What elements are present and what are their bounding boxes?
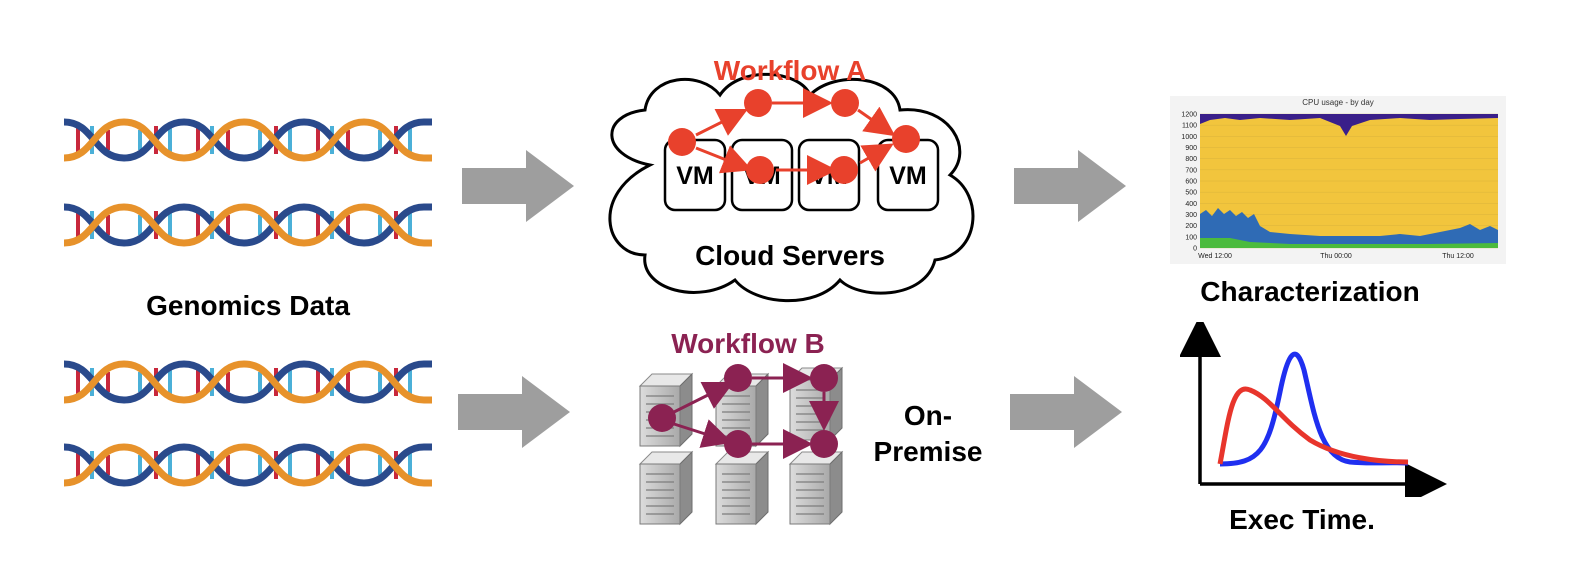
chart-title: CPU usage - by day	[1302, 98, 1374, 107]
workflow-a-node	[892, 125, 920, 153]
x-tick-label: Wed 12:00	[1198, 253, 1232, 260]
x-tick-label: Thu 00:00	[1320, 253, 1352, 260]
x-tick-label: Thu 12:00	[1442, 253, 1474, 260]
vm-label-4: VM	[889, 162, 927, 190]
arrow-cloud-to-chart	[1014, 150, 1126, 222]
workflow-b-nodes	[648, 364, 838, 458]
workflow-a-node	[830, 156, 858, 184]
plot-area	[1200, 113, 1498, 249]
on-premise-label: On- Premise	[873, 400, 983, 467]
genomics-data-label: Genomics Data	[146, 290, 350, 321]
y-tick-label: 500	[1185, 190, 1197, 197]
workflow-a-nodes	[668, 89, 920, 184]
y-tick-label: 1200	[1181, 112, 1197, 119]
server-icon	[715, 451, 769, 525]
workflow-a-node	[668, 128, 696, 156]
workflow-b-node	[724, 364, 752, 392]
vm-label-1: VM	[676, 162, 714, 190]
series-purple	[1200, 114, 1498, 136]
series-blue	[1200, 208, 1498, 248]
workflow-a-node	[744, 89, 772, 117]
characterization-label: Characterization	[1200, 276, 1420, 307]
y-tick-label: 600	[1185, 179, 1197, 186]
series-green	[1200, 238, 1498, 248]
workflow-b-node	[724, 430, 752, 458]
server-icon	[639, 451, 693, 525]
arrow-data-to-cloud	[462, 150, 574, 222]
curve-red	[1217, 386, 1409, 465]
y-tick-label: 1100	[1182, 123, 1197, 130]
cpu-usage-chart: CPU usage - by day 120011001000900800700…	[1170, 96, 1506, 264]
arrow-onprem-to-exec	[1010, 376, 1122, 448]
y-tick-label: 900	[1185, 145, 1197, 152]
cloud-diagram: VM VM VM VM	[608, 72, 975, 303]
workflow-a-node	[831, 89, 859, 117]
arrow-data-to-onprem	[458, 376, 570, 448]
server-rack-diagram	[639, 363, 843, 525]
exec-time-plot	[1180, 322, 1447, 497]
workflow-b-node	[810, 364, 838, 392]
y-tick-label: 1000	[1181, 134, 1197, 141]
y-tick-label: 800	[1185, 156, 1197, 163]
workflow-b-label: Workflow B	[671, 328, 825, 359]
exec-time-label: Exec Time.	[1229, 504, 1375, 535]
y-tick-label: 100	[1185, 234, 1197, 241]
curve-blue	[1219, 351, 1409, 467]
y-tick-label: 200	[1185, 223, 1197, 230]
y-tick-label: 0	[1193, 246, 1197, 253]
cloud-servers-label: Cloud Servers	[695, 240, 885, 271]
workflow-b-node	[648, 404, 676, 432]
workflow-b-node	[810, 430, 838, 458]
server-icon	[789, 451, 843, 525]
y-tick-label: 400	[1185, 201, 1197, 208]
y-tick-label: 700	[1185, 167, 1197, 174]
workflow-a-label: Workflow A	[713, 55, 867, 86]
workflow-a-node	[746, 156, 774, 184]
y-tick-label: 300	[1185, 212, 1197, 219]
